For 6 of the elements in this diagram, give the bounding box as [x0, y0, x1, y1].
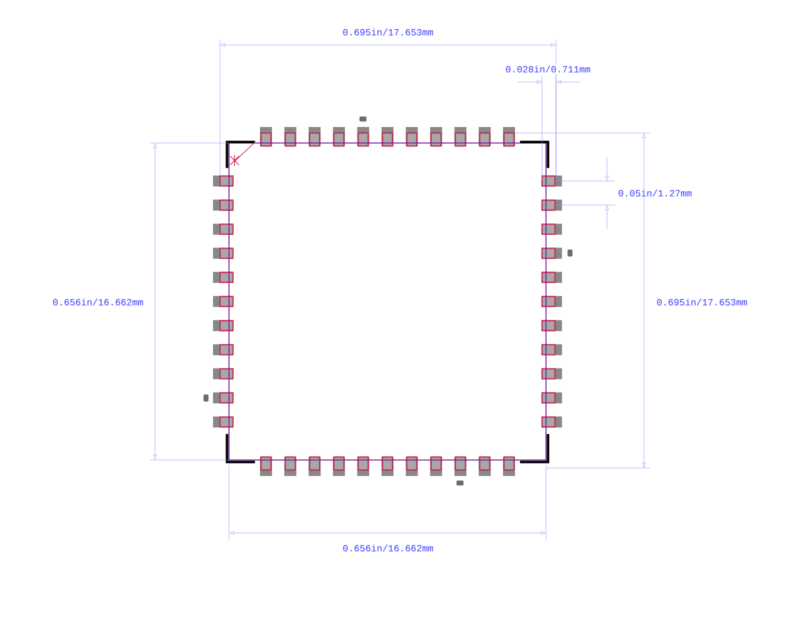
dimension-label: 0.695in/17.653mm	[342, 28, 434, 36]
dimension-label: 0.028in/0.711mm	[504, 64, 592, 74]
dimension-label: 0.05in/1.27mm	[617, 188, 693, 198]
dimension-label: 0.656in/16.662mm	[342, 544, 434, 552]
dimension-label: 0.656in/16.662mm	[52, 298, 144, 306]
dimension-label: 0.695in/17.653mm	[656, 298, 748, 306]
